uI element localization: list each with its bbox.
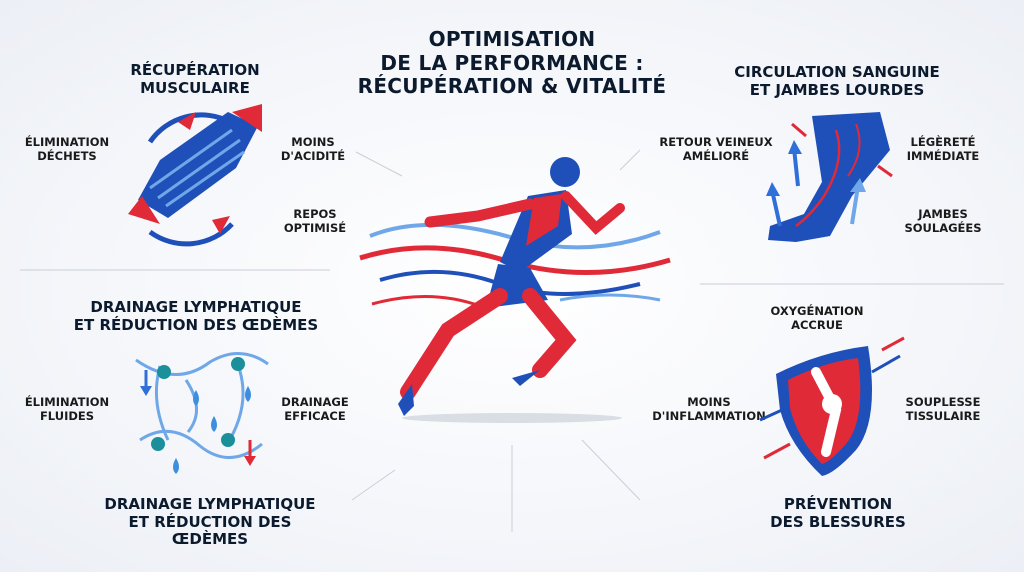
label-oxygenation-accrue: Oxygénation accrue	[770, 304, 864, 332]
label-souplesse-tissulaire: Souplesse tissulaire	[905, 395, 981, 423]
label-repos-optimise: Repos optimisé	[283, 207, 347, 235]
label-elimination-fluides: Élimination fluides	[24, 395, 110, 423]
runner-icon	[359, 157, 671, 423]
heading-drainage-lymphatique-bottom: Drainage lymphatique et réduction des œd…	[104, 495, 316, 549]
label-legerete-immediate: Légèreté immédiate	[906, 135, 980, 163]
heading-prevention-blessures: Prévention des blessures	[770, 495, 906, 531]
heading-drainage-lymphatique-top: Drainage lymphatique et réduction des œd…	[73, 298, 319, 334]
divider-lines	[20, 149, 1004, 532]
label-moins-inflammation: Moins d'inflammation	[652, 395, 766, 423]
label-jambes-soulagees: Jambes soulagées	[904, 207, 982, 235]
knee-shield-icon	[759, 336, 905, 476]
label-elimination-dechets: Élimination déchets	[24, 135, 110, 163]
heading-circulation-sanguine: Circulation sanguine et jambes lourdes	[734, 63, 940, 99]
page-title: Optimisation de la performance : Récupér…	[357, 27, 667, 99]
lymph-network-icon	[135, 352, 269, 474]
leg-icon	[766, 112, 893, 242]
heading-recuperation-musculaire: Récupération musculaire	[130, 61, 260, 97]
muscle-icon	[128, 104, 262, 247]
label-moins-acidite: Moins d'acidité	[280, 135, 346, 163]
label-retour-veineux: Retour veineux amélioré	[659, 135, 773, 163]
label-drainage-efficace: Drainage efficace	[281, 395, 349, 423]
